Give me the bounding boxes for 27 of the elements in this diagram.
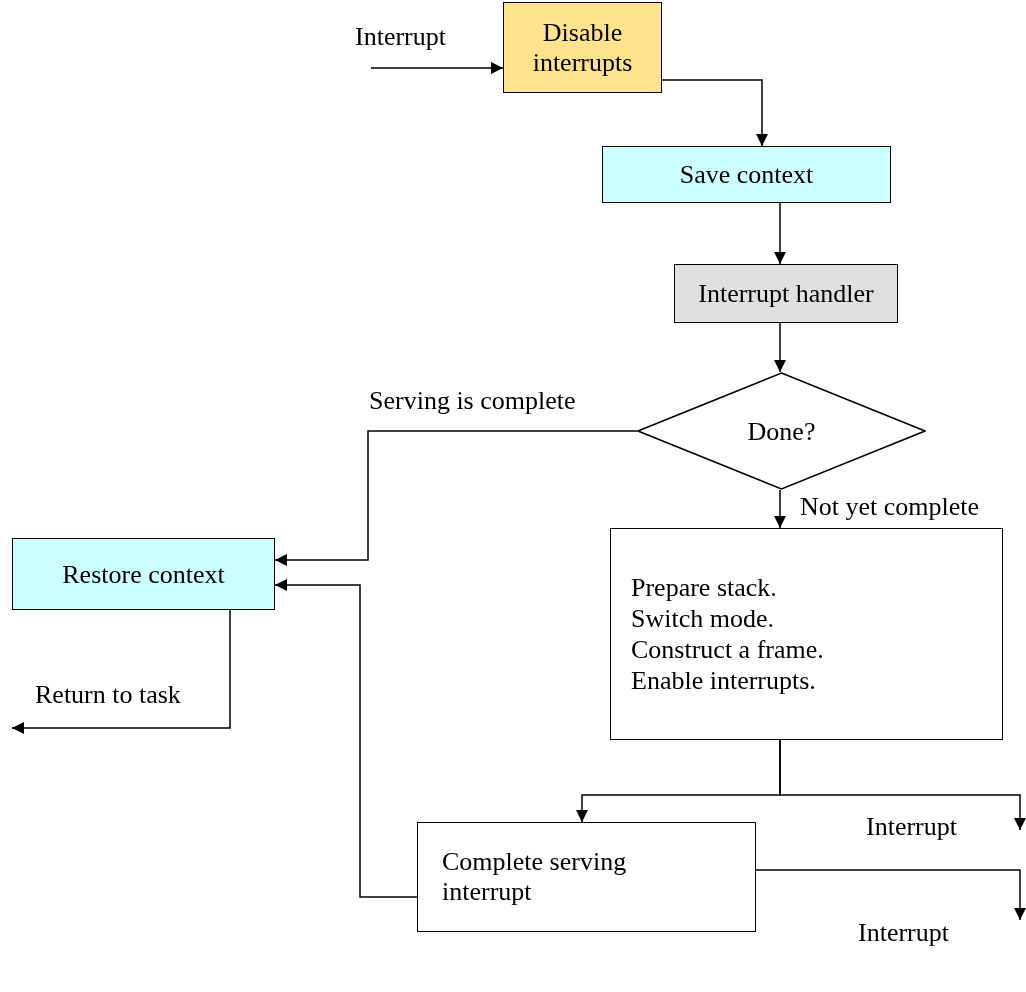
- arrow: [274, 579, 418, 898]
- node-text: Save context: [679, 159, 814, 191]
- process-box: [417, 822, 756, 932]
- process-box: [503, 2, 662, 93]
- node-text: Construct a frame.: [631, 634, 825, 665]
- arrow: [779, 739, 1026, 831]
- node-text: Restore context: [62, 558, 225, 591]
- arrow: [774, 322, 786, 373]
- arrow: [274, 430, 638, 566]
- arrow: [370, 62, 504, 74]
- arrow: [774, 489, 786, 529]
- node-text: Complete serving interrupt: [442, 847, 628, 907]
- process-box: [12, 538, 275, 610]
- arrow: [661, 79, 768, 147]
- node-text: Disable interrupts: [531, 17, 634, 78]
- decision-diamond: [637, 372, 926, 490]
- process-box: [674, 264, 898, 323]
- node-text: Interrupt handler: [698, 278, 874, 310]
- process-box: [610, 528, 1003, 740]
- node-text: Done?: [747, 415, 816, 448]
- arrow: [774, 202, 786, 265]
- arrow: [11, 609, 231, 734]
- arrow: [755, 869, 1026, 921]
- process-box: [602, 146, 891, 203]
- node-text: Switch mode.: [631, 603, 775, 634]
- node-text: Enable interrupts.: [631, 665, 817, 696]
- node-text: Prepare stack.: [631, 572, 778, 603]
